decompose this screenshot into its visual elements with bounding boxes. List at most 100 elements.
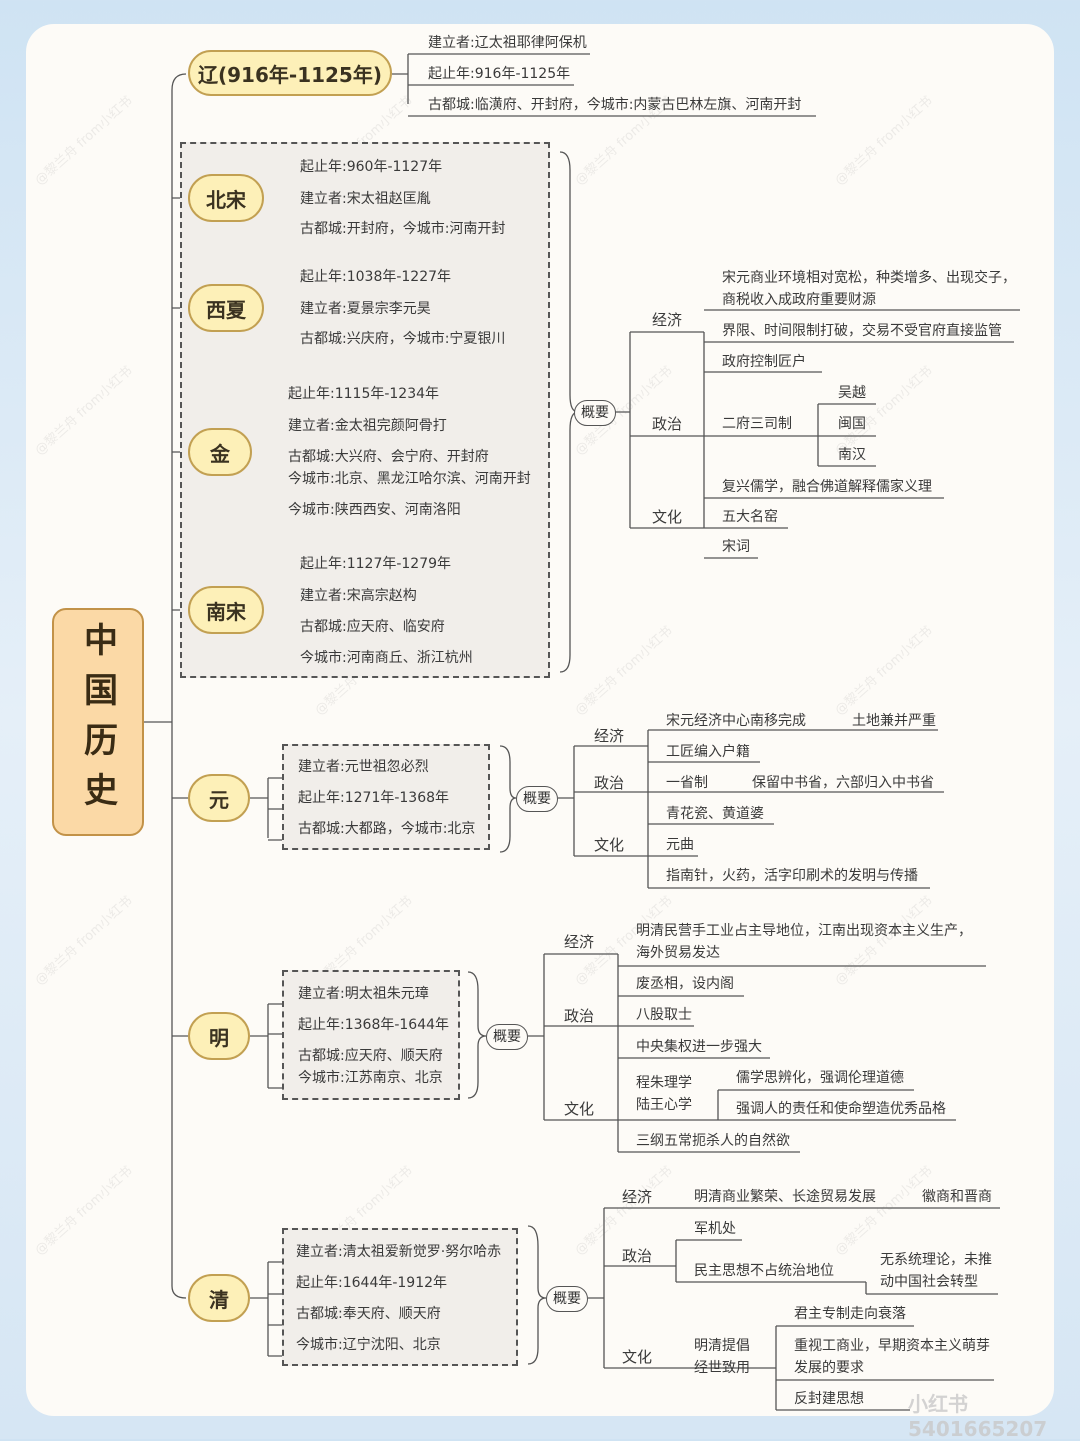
song-cul-label: 文化 xyxy=(652,508,683,526)
yuan-item: 古都城:大都路，今城市:北京 xyxy=(298,821,476,837)
song-econ-item: 宋元商业环境相对宽松，种类增多、出现交子， xyxy=(722,270,1016,286)
qing-pol-item: 动中国社会转型 xyxy=(880,1274,978,1290)
ming-summary-node[interactable]: 概要 xyxy=(486,1024,528,1050)
liao-label: 辽(916年-1125年) xyxy=(198,62,382,87)
nansong-item: 起止年:1127年-1279年 xyxy=(300,556,452,572)
qing-cul-item: 君主专制走向衰落 xyxy=(794,1306,906,1322)
node-xixia[interactable]: 西夏 xyxy=(188,284,264,332)
ming-item: 建立者:明太祖朱元璋 xyxy=(298,986,429,1002)
ming-cul-item: 强调人的责任和使命塑造优秀品格 xyxy=(736,1101,946,1117)
nansong-item: 今城市:河南商丘、浙江杭州 xyxy=(300,650,473,666)
qing-econ-label: 经济 xyxy=(622,1188,653,1206)
yuan-econ-item: 宋元经济中心南移完成 xyxy=(666,713,806,729)
ming-item: 古都城:应天府、顺天府 xyxy=(298,1048,443,1064)
root-label: 中国历史 xyxy=(77,622,118,822)
xixia-label: 西夏 xyxy=(206,297,246,322)
qing-item: 古都城:奉天府、顺天府 xyxy=(296,1306,441,1322)
yuan-econ-label: 经济 xyxy=(594,727,625,745)
qing-summary-node[interactable]: 概要 xyxy=(546,1286,588,1312)
node-qing[interactable]: 清 xyxy=(188,1274,250,1322)
song-pol-item: 闽国 xyxy=(838,416,866,432)
song-econ-item: 界限、时间限制打破，交易不受官府直接监管 xyxy=(722,323,1002,339)
beisong-item: 古都城:开封府，今城市:河南开封 xyxy=(300,221,506,237)
liao-item: 起止年:916年-1125年 xyxy=(428,66,571,82)
node-yuan[interactable]: 元 xyxy=(188,774,250,822)
yuan-pol-item: 一省制 xyxy=(666,775,708,791)
qing-pol-item: 军机处 xyxy=(694,1221,736,1237)
node-jin[interactable]: 金 xyxy=(188,428,252,476)
qing-label: 清 xyxy=(209,1287,229,1312)
yuan-summary-node[interactable]: 概要 xyxy=(516,786,558,812)
beisong-item: 起止年:960年-1127年 xyxy=(300,159,443,175)
song-summary-node[interactable]: 概要 xyxy=(574,400,616,426)
node-beisong[interactable]: 北宋 xyxy=(188,174,264,222)
qing-econ-item: 徽商和晋商 xyxy=(922,1189,992,1205)
yuan-item: 建立者:元世祖忽必烈 xyxy=(298,759,429,775)
ming-pol-item: 八股取士 xyxy=(636,1007,692,1023)
qing-econ-item: 明清商业繁荣、长途贸易发展 xyxy=(694,1189,876,1205)
xixia-item: 起止年:1038年-1227年 xyxy=(300,269,452,285)
qing-item: 今城市:辽宁沈阳、北京 xyxy=(296,1337,441,1353)
ming-econ-item: 明清民营手工业占主导地位，江南出现资本主义生产， xyxy=(636,923,972,939)
yuan-econ-item: 土地兼并严重 xyxy=(852,713,936,729)
yuan-cul-item: 元曲 xyxy=(666,837,694,853)
ming-item: 今城市:江苏南京、北京 xyxy=(298,1070,443,1086)
ming-info-frame xyxy=(282,970,460,1100)
ming-cul-item: 陆王心学 xyxy=(636,1097,692,1113)
song-econ-item: 政府控制匠户 xyxy=(722,354,806,370)
song-pol-label: 政治 xyxy=(652,415,683,433)
ming-info-bg xyxy=(282,970,460,1100)
nansong-item: 古都城:应天府、临安府 xyxy=(300,619,445,635)
yuan-econ-item: 工匠编入户籍 xyxy=(666,744,750,760)
yuan-cul-item: 青花瓷、黄道婆 xyxy=(666,806,764,822)
ming-label: 明 xyxy=(209,1025,229,1050)
ming-econ-label: 经济 xyxy=(564,933,595,951)
yuan-pol-label: 政治 xyxy=(594,774,625,792)
jin-item: 今城市:北京、黑龙江哈尔滨、河南开封 xyxy=(288,471,531,487)
node-ming[interactable]: 明 xyxy=(188,1012,250,1060)
qing-pol-item: 无系统理论，未推 xyxy=(880,1252,992,1268)
beisong-item: 建立者:宋太祖赵匡胤 xyxy=(300,191,431,207)
song-econ-label: 经济 xyxy=(652,311,683,329)
ming-cul-label: 文化 xyxy=(564,1100,595,1118)
beisong-label: 北宋 xyxy=(206,187,246,212)
ming-pol-label: 政治 xyxy=(564,1007,595,1025)
qing-cul-item: 经世致用 xyxy=(694,1360,750,1376)
jin-item: 古都城:大兴府、会宁府、开封府 xyxy=(288,449,489,465)
xixia-item: 建立者:夏景宗李元昊 xyxy=(300,301,431,317)
jin-item: 建立者:金太祖完颜阿骨打 xyxy=(288,418,447,434)
qing-cul-item: 发展的要求 xyxy=(794,1360,864,1376)
nansong-item: 建立者:宋高宗赵构 xyxy=(300,588,417,604)
root-node[interactable]: 中国历史 xyxy=(52,608,144,836)
yuan-cul-item: 指南针，火药，活字印刷术的发明与传播 xyxy=(666,868,918,884)
ming-econ-item: 海外贸易发达 xyxy=(636,945,720,961)
node-nansong[interactable]: 南宋 xyxy=(188,586,264,634)
node-liao[interactable]: 辽(916年-1125年) xyxy=(188,50,392,96)
yuan-label: 元 xyxy=(209,787,229,812)
xixia-item: 古都城:兴庆府，今城市:宁夏银川 xyxy=(300,331,506,347)
liao-item: 古都城:临潢府、开封府，今城市:内蒙古巴林左旗、河南开封 xyxy=(428,97,802,113)
song-group-frame xyxy=(180,142,550,678)
footer-watermark: 小红书 5401665207 xyxy=(908,1392,1048,1441)
ming-pol-item: 中央集权进一步强大 xyxy=(636,1039,762,1055)
liao-item: 建立者:辽太祖耶律阿保机 xyxy=(428,35,587,51)
nansong-label: 南宋 xyxy=(206,599,246,624)
ming-cul-item: 儒学思辨化，强调伦理道德 xyxy=(736,1070,904,1086)
qing-info-bg xyxy=(282,1228,518,1366)
jin-item: 今城市:陕西西安、河南洛阳 xyxy=(288,502,461,518)
song-pol-sub: 二府三司制 xyxy=(722,416,792,432)
song-econ-item: 商税收入成政府重要财源 xyxy=(722,292,876,308)
qing-info-frame xyxy=(282,1228,518,1366)
qing-pol-item: 民主思想不占统治地位 xyxy=(694,1263,834,1279)
song-cul-item: 复兴儒学，融合佛道解释儒家义理 xyxy=(722,479,932,495)
jin-label: 金 xyxy=(210,441,230,466)
song-pol-item: 吴越 xyxy=(838,385,866,401)
yuan-item: 起止年:1271年-1368年 xyxy=(298,790,450,806)
song-cul-item: 宋词 xyxy=(722,539,750,555)
song-pol-item: 南汉 xyxy=(838,447,866,463)
ming-pol-item: 废丞相，设内阁 xyxy=(636,976,734,992)
qing-cul-item: 反封建思想 xyxy=(794,1391,864,1407)
ming-cul-item: 三纲五常扼杀人的自然欲 xyxy=(636,1133,790,1149)
yuan-info-frame xyxy=(282,744,490,850)
song-cul-item: 五大名窑 xyxy=(722,509,778,525)
